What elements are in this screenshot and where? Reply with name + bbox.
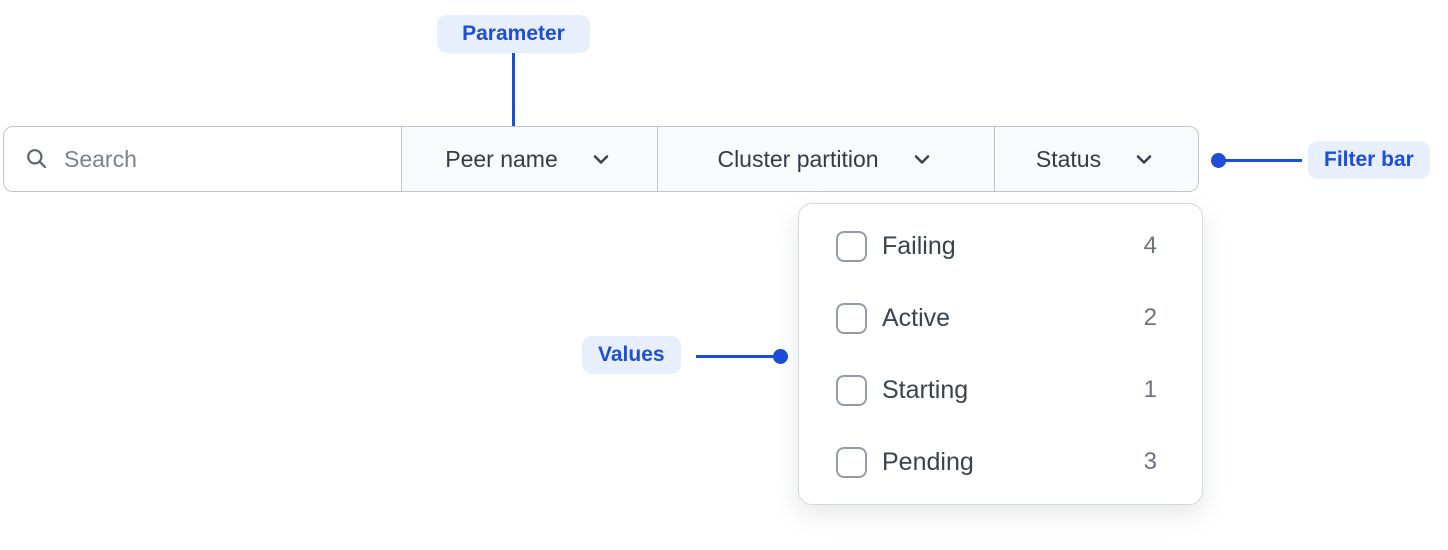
checkbox-failing[interactable] (836, 230, 867, 262)
chevron-down-icon (909, 146, 935, 172)
status-filter-popover: Failing 4 Active 2 Starting 1 Pending 3 (798, 203, 1203, 505)
filter-bar: Peer name Cluster partition Status (3, 126, 1199, 192)
option-label: Active (882, 303, 951, 332)
search-icon (24, 146, 50, 172)
option-label: Failing (882, 231, 956, 260)
filter-dropdown-cluster-partition[interactable]: Cluster partition (657, 127, 994, 191)
filter-option-pending[interactable]: Pending 3 (799, 426, 1202, 498)
filter-option-failing[interactable]: Failing 4 (799, 210, 1202, 282)
cluster-partition-dropdown-label: Cluster partition (717, 145, 879, 172)
connector-line-parameter (512, 53, 515, 137)
option-label: Pending (882, 447, 974, 476)
checkbox-active[interactable] (836, 302, 867, 334)
filter-option-starting[interactable]: Starting 1 (799, 354, 1202, 426)
status-dropdown-label: Status (1035, 145, 1102, 172)
filter-dropdown-peer-name[interactable]: Peer name (401, 127, 657, 191)
option-label: Starting (882, 375, 969, 404)
chevron-down-icon (1131, 146, 1157, 172)
peer-name-dropdown-label: Peer name (445, 145, 558, 172)
filter-option-active[interactable]: Active 2 (799, 282, 1202, 354)
connector-dot-filter-bar (1211, 153, 1226, 168)
search-field[interactable] (4, 127, 401, 191)
search-input[interactable] (64, 145, 383, 173)
chevron-down-icon (588, 146, 614, 172)
option-count: 4 (1143, 232, 1157, 259)
checkbox-starting[interactable] (836, 374, 867, 406)
connector-dot-values (773, 349, 788, 364)
filter-dropdown-status[interactable]: Status (994, 127, 1198, 191)
annotation-filter-bar-badge: Filter bar (1308, 141, 1430, 179)
connector-line-values (696, 355, 774, 358)
connector-line-filter-bar (1224, 159, 1302, 162)
annotation-parameter-badge: Parameter (437, 15, 590, 53)
annotation-values-badge: Values (582, 336, 681, 374)
option-count: 1 (1143, 376, 1157, 403)
checkbox-pending[interactable] (836, 446, 867, 478)
option-count: 3 (1143, 448, 1157, 475)
option-count: 2 (1143, 304, 1157, 331)
